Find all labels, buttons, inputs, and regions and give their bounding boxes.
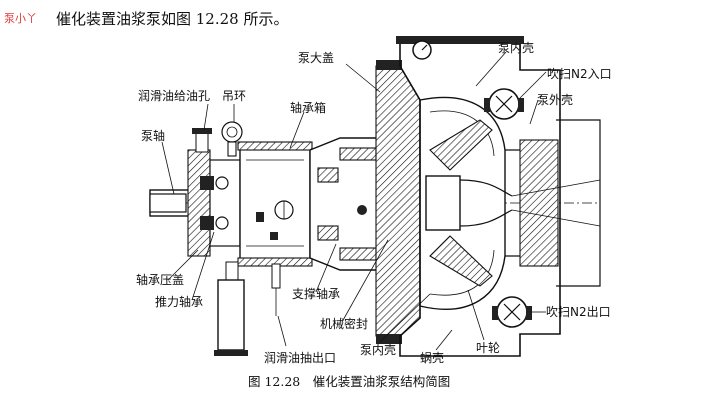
lube-oil-feed-drawing <box>192 128 212 153</box>
intro-text: 催化装置油浆泵如图 12.28 所示。 <box>56 10 288 28</box>
label-support-bearing: 支撑轴承 <box>292 286 340 301</box>
label-impeller: 叶轮 <box>476 341 500 355</box>
support-bearing-drawing <box>309 137 381 271</box>
bearing-box-drawing <box>237 141 313 267</box>
pump-drawing <box>149 36 601 357</box>
impeller-drawing <box>425 119 513 287</box>
label-bearing-box: 轴承箱 <box>290 100 326 115</box>
label-mechanical-seal: 机械密封 <box>320 316 368 331</box>
label-pump-inner-casing-top: 泵内壳 <box>498 41 534 55</box>
label-lifting-ring: 吊环 <box>222 89 246 103</box>
label-pump-cover: 泵大盖 <box>298 51 334 65</box>
label-lube-oil-hole: 润滑油给油孔 <box>138 89 210 103</box>
leader-lines <box>161 51 547 351</box>
label-pump-inner-casing-bottom: 泵内壳 <box>360 343 396 357</box>
n2-outlet-valve-drawing <box>492 296 532 328</box>
label-pump-outer-casing: 泵外壳 <box>537 93 573 107</box>
label-n2-outlet: 吹扫N2出口 <box>546 305 611 319</box>
watermark-text: 泵小丫 <box>4 12 37 25</box>
label-volute: 蜗壳 <box>420 350 444 365</box>
lube-oil-drain-drawing <box>214 261 281 356</box>
label-lube-oil-outlet: 润滑油抽出口 <box>264 351 336 365</box>
figure-caption: 图 12.28 催化装置油浆泵结构简图 <box>248 374 450 389</box>
label-bearing-gland: 轴承压盖 <box>136 272 184 287</box>
label-n2-inlet: 吹扫N2入口 <box>547 67 612 81</box>
n2-inlet-valve-drawing <box>484 88 524 120</box>
volute-drawing <box>396 36 601 357</box>
bearing-gland-drawing <box>187 149 241 257</box>
pump-cover-drawing <box>375 60 421 344</box>
label-pump-shaft: 泵轴 <box>141 128 165 143</box>
label-thrust-bearing: 推力轴承 <box>155 294 203 309</box>
callout-labels: 泵大盖 泵内壳 吹扫N2入口 泵外壳 润滑油给油孔 吊环 轴承箱 泵轴 轴承压盖… <box>136 41 612 365</box>
pressure-gauge-drawing <box>412 40 432 60</box>
lifting-ring-drawing <box>221 121 243 157</box>
